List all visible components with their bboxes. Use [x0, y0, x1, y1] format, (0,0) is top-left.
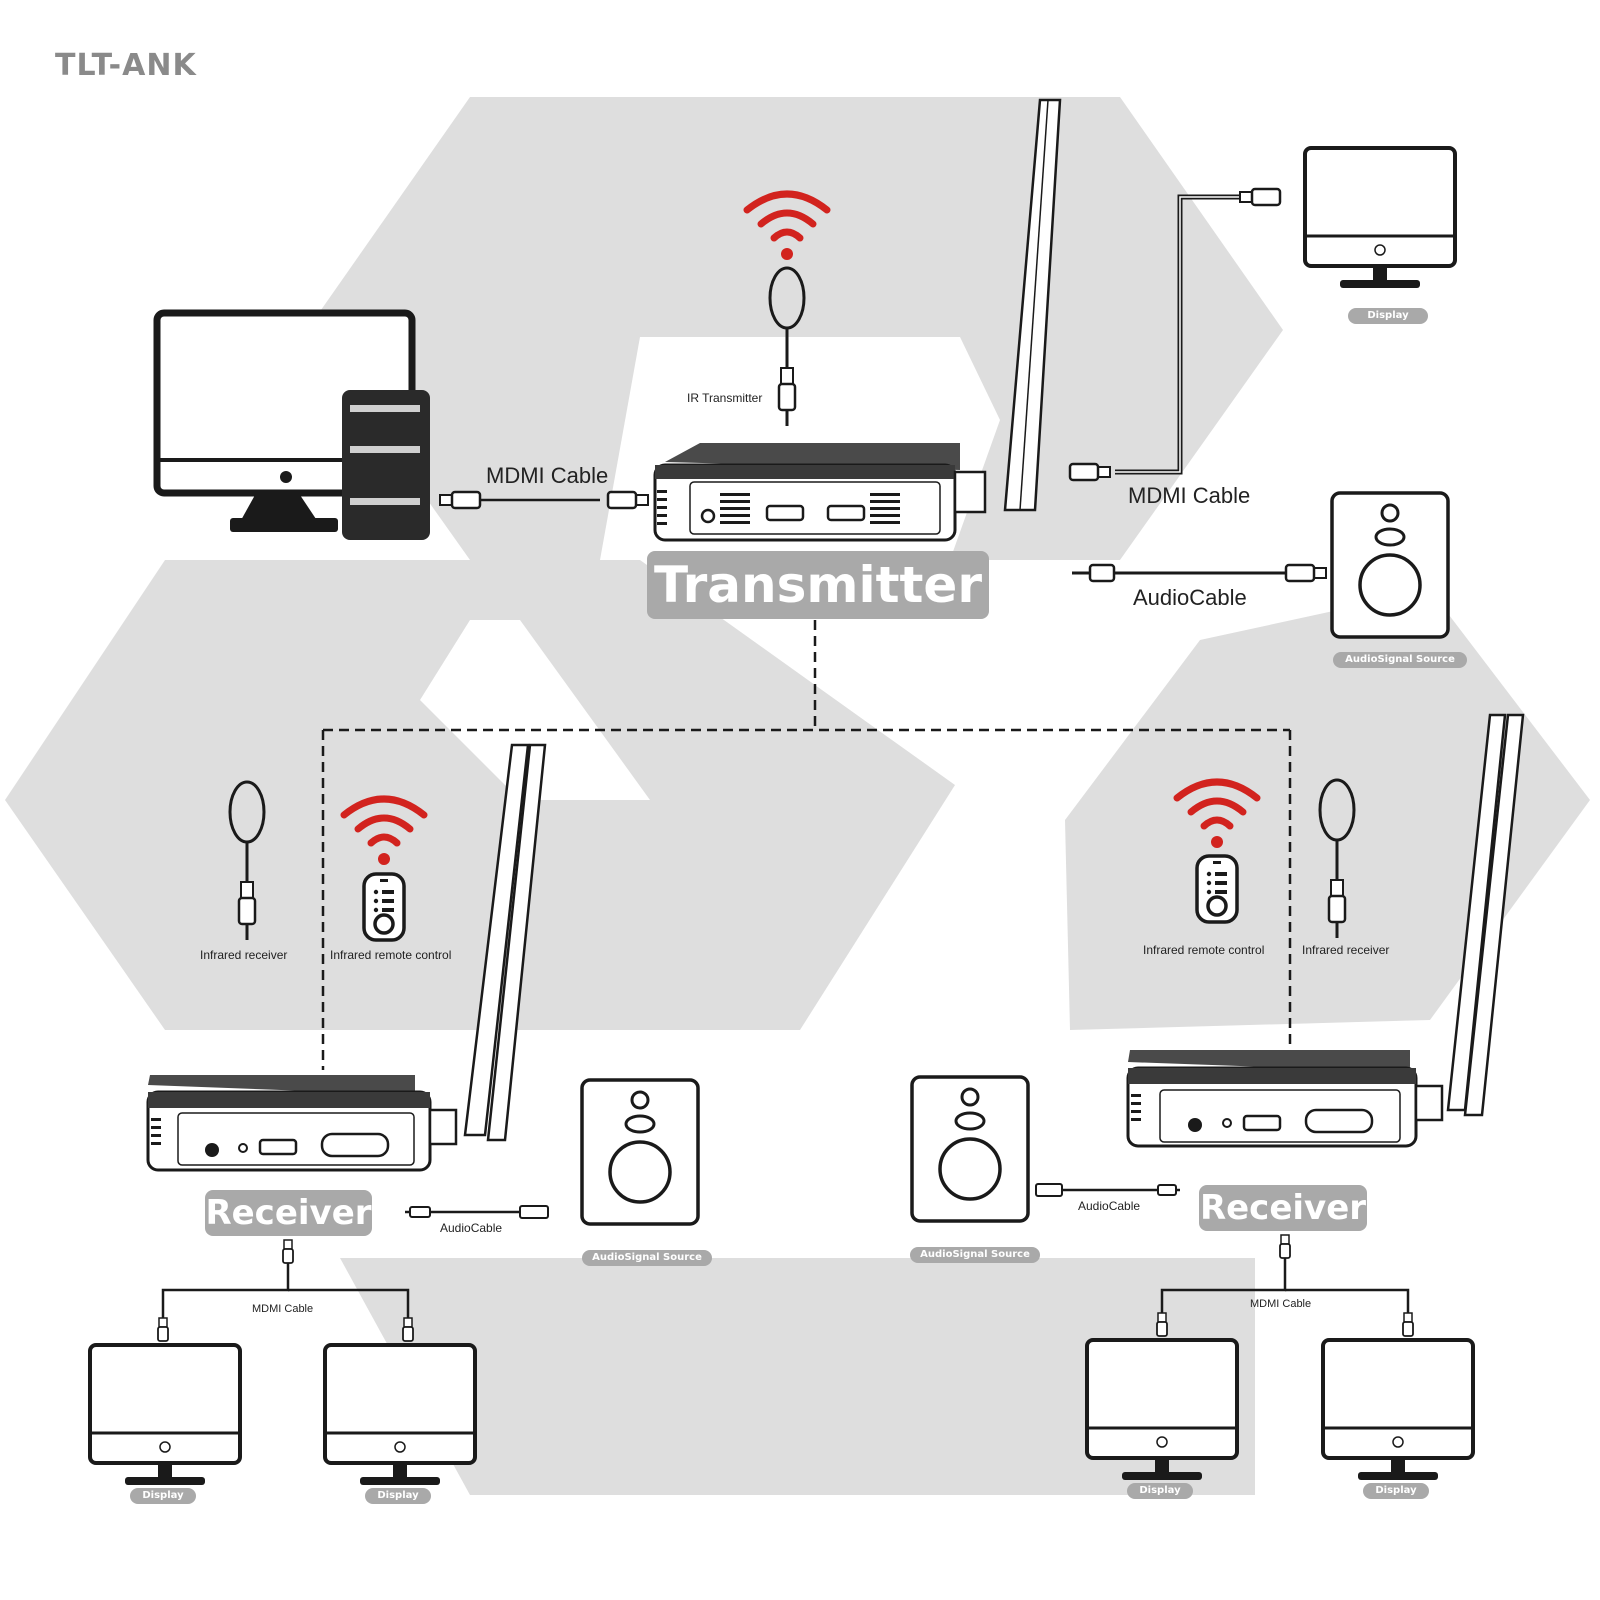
transmitter-hdmi-port-1 [765, 504, 805, 522]
right-ir-receiver-label: Infrared receiver [1302, 943, 1390, 957]
transmitter-display-label: Display [1348, 308, 1428, 324]
transmitter-display-icon [1303, 146, 1457, 290]
left-ir-receiver-label: Infrared receiver [200, 948, 288, 962]
right-receiver-hdmi-port [1242, 1114, 1282, 1132]
left-display-2-label: Display [365, 1488, 431, 1504]
brand-logo: TLT-ANK [55, 48, 197, 83]
left-receiver-device [146, 743, 547, 1172]
right-audio-cable-label: AudioCable [1078, 1199, 1141, 1213]
right-speaker-icon [910, 1075, 1030, 1223]
right-hdmi-splitter-cable [1155, 1233, 1415, 1338]
transmitter-device [653, 98, 1062, 542]
left-hdmi-splitter-cable [156, 1238, 415, 1343]
transmitter-audio-cable-label: AudioCable [1133, 585, 1247, 610]
left-remote-label: Infrared remote control [330, 948, 452, 962]
right-receiver-vga-port [1304, 1108, 1374, 1134]
left-remote-icon [362, 872, 406, 942]
right-display-2-icon [1321, 1338, 1475, 1482]
transmitter-speaker-icon [1330, 491, 1450, 639]
left-receiver-antenna-1 [463, 743, 530, 1137]
pc-source [153, 309, 430, 540]
left-display-2-icon [323, 1343, 477, 1487]
hexagon-bottom [340, 1258, 1255, 1495]
left-hdmi-cable-label: MDMI Cable [252, 1303, 314, 1315]
right-receiver-device [1126, 713, 1525, 1148]
left-receiver-title: Receiver [205, 1190, 372, 1236]
transmitter-audio-cable [1072, 563, 1328, 583]
transmitter-title: Transmitter [647, 551, 989, 619]
transmitter-input-cable-label: MDMI Cable [486, 463, 609, 488]
right-remote-icon [1195, 854, 1239, 924]
left-speaker-icon [580, 1078, 700, 1226]
right-display-1-icon [1085, 1338, 1239, 1482]
left-display-1-icon [88, 1343, 242, 1487]
transmitter-hdmi-port-2 [826, 504, 866, 522]
left-audio-source-label: AudioSignal Source [582, 1250, 712, 1266]
right-hdmi-cable-label: MDMI Cable [1250, 1298, 1312, 1310]
left-display-1-label: Display [130, 1488, 196, 1504]
right-receiver-antenna-2 [1463, 713, 1525, 1117]
right-display-2-label: Display [1363, 1483, 1429, 1499]
right-remote-label: Infrared remote control [1143, 943, 1265, 957]
transmitter-output-cable [1068, 187, 1282, 482]
right-display-1-label: Display [1127, 1483, 1193, 1499]
transmitter-input-cable [438, 490, 650, 510]
right-audio-cable [1035, 1183, 1180, 1197]
ir-transmitter-label: IR Transmitter [687, 391, 763, 405]
transmitter-audio-source-label: AudioSignal Source [1333, 652, 1467, 668]
hexagon-right [1065, 590, 1590, 1030]
pc-tower [342, 390, 430, 540]
left-receiver-hdmi-port [258, 1138, 298, 1156]
transmitter-output-cable-label: MDMI Cable [1128, 483, 1251, 508]
right-audio-source-label: AudioSignal Source [910, 1247, 1040, 1263]
left-receiver-vga-port [320, 1132, 390, 1158]
right-receiver-title: Receiver [1199, 1185, 1367, 1231]
transmitter-antenna [1003, 98, 1062, 512]
left-receiver-antenna-2 [486, 743, 547, 1142]
hexagon-cutout-left [420, 620, 650, 800]
left-audio-cable-label: AudioCable [440, 1221, 503, 1235]
left-audio-cable [405, 1205, 549, 1219]
wireless-link-lines [321, 620, 1292, 1070]
